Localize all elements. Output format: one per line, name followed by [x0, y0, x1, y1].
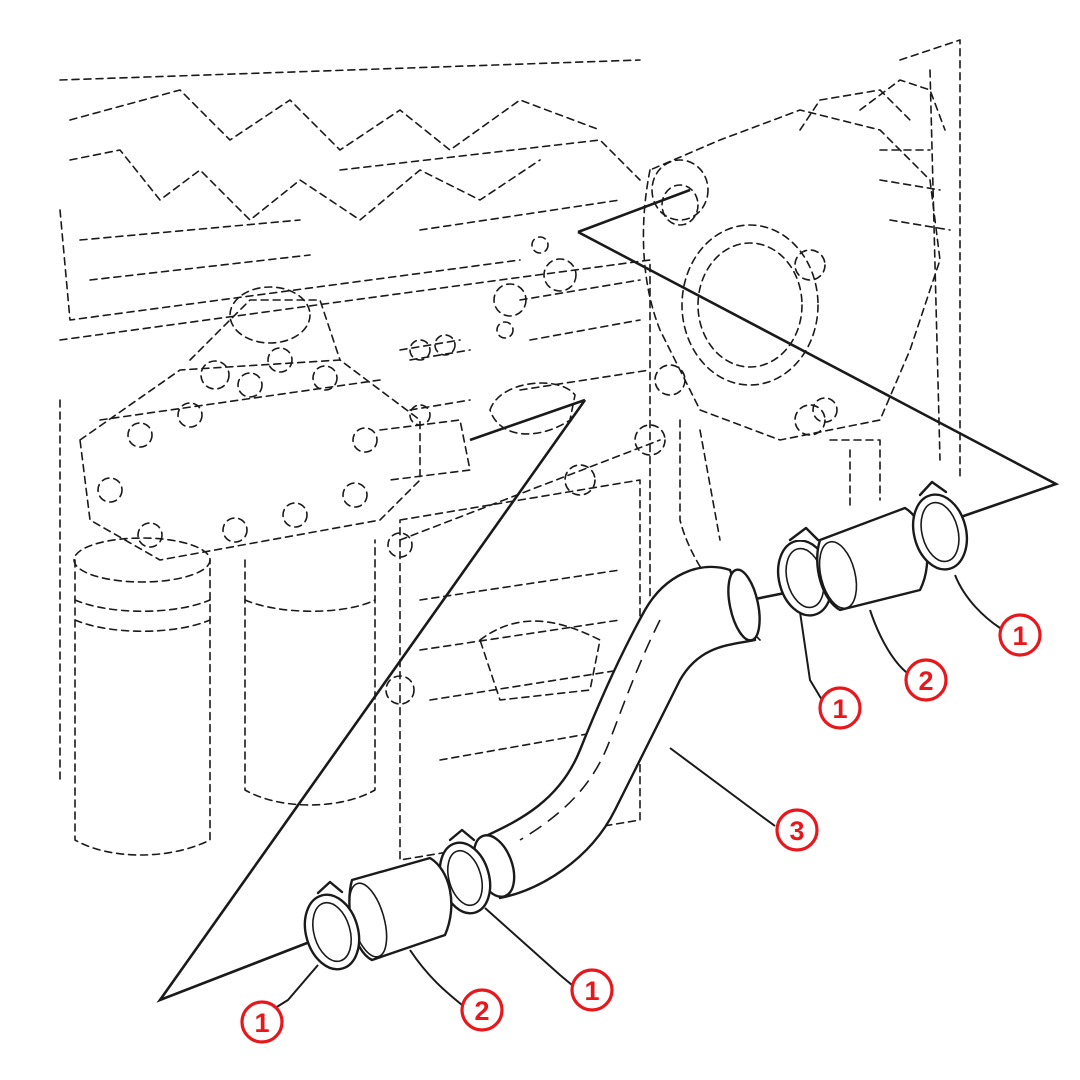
- engine-block-background: [59, 39, 961, 861]
- callout-label: 2: [918, 666, 933, 696]
- leader-lines: [271, 574, 1001, 1011]
- callout-1-upper-left: 1: [818, 686, 862, 730]
- callout-label: 1: [584, 976, 599, 1006]
- callout-label: 2: [474, 996, 489, 1026]
- coolant-hose: [472, 565, 761, 900]
- callout-label: 1: [832, 694, 847, 724]
- callout-label: 3: [789, 816, 804, 846]
- upper-clamp-right: [911, 493, 969, 571]
- callout-label: 1: [254, 1008, 269, 1038]
- lower-coupling-group: [303, 828, 492, 971]
- callout-2-upper: 2: [904, 658, 948, 702]
- callout-1-lower-right: 1: [570, 968, 614, 1012]
- callout-2-lower: 2: [460, 988, 504, 1032]
- lower-sleeve: [348, 856, 453, 962]
- lower-clamp-left: [303, 893, 361, 971]
- callout-1-lower-left: 1: [240, 1000, 284, 1044]
- callout-3-hose: 3: [775, 808, 819, 852]
- upper-sleeve: [816, 506, 929, 612]
- callout-1-upper-right: 1: [998, 613, 1042, 657]
- callout-label: 1: [1012, 621, 1027, 651]
- upper-coupling-group: [776, 480, 969, 617]
- explosion-axis-lines: [156, 188, 1060, 1003]
